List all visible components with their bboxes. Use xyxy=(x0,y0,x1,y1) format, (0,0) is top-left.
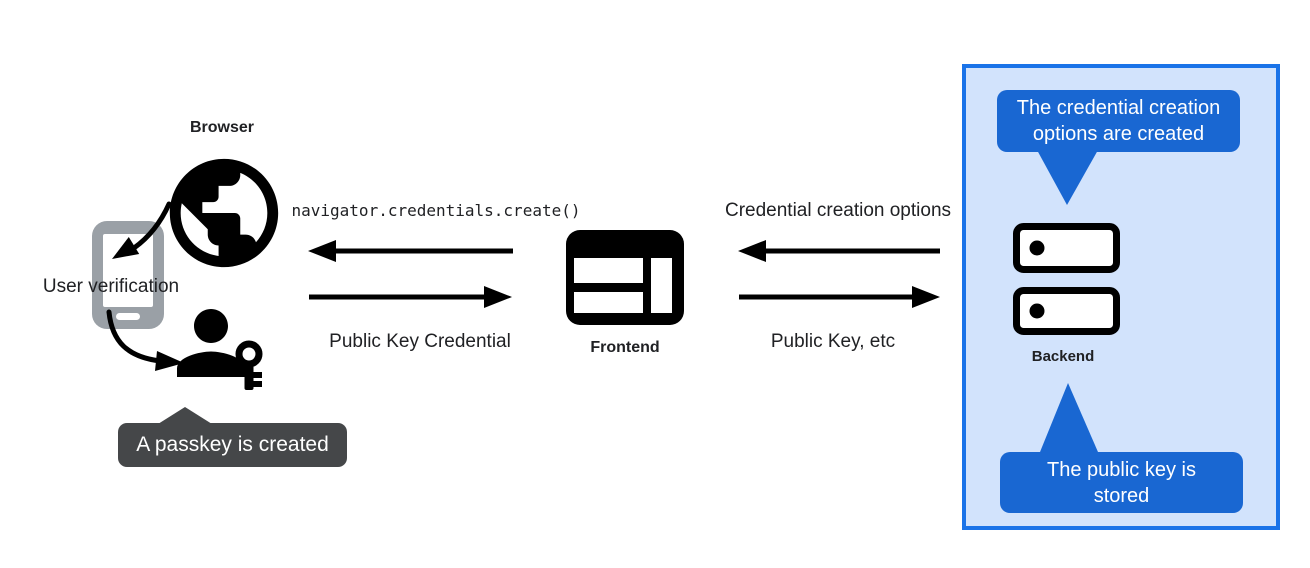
passkey-created-tooltip: A passkey is created xyxy=(118,407,347,467)
person-key-icon xyxy=(177,309,263,390)
bubble-line: stored xyxy=(1093,484,1150,507)
bubble-line: options are created xyxy=(1032,123,1205,145)
public-key-stored-bubble: The public key is stored xyxy=(1000,383,1243,513)
frontend-label: Frontend xyxy=(590,339,660,356)
arrow-credential-creation-options xyxy=(738,240,940,262)
bubble-line: The credential creation xyxy=(1016,97,1221,119)
arrow-create-call xyxy=(308,240,513,262)
credential-options-created-bubble: The credential creation options are crea… xyxy=(997,90,1240,205)
browser-window-icon xyxy=(566,230,684,325)
credential-creation-options-label: Credential creation options xyxy=(724,200,952,221)
smartphone-icon xyxy=(92,221,164,329)
passkey-created-text: A passkey is created xyxy=(136,433,329,456)
create-call-label: navigator.credentials.create() xyxy=(291,201,581,220)
bubble-line: The public key is xyxy=(1047,458,1196,481)
globe-icon xyxy=(169,158,279,268)
user-verification-label: User verification xyxy=(42,276,180,297)
bubble-tail-up xyxy=(1040,383,1098,452)
arrow-public-key-credential xyxy=(309,286,512,308)
person-icon xyxy=(177,309,245,377)
key-icon xyxy=(235,340,263,390)
public-key-credential-label: Public Key Credential xyxy=(329,331,511,352)
bubble-tail-down xyxy=(1037,150,1098,205)
arrow-public-key-etc xyxy=(739,286,940,308)
browser-label: Browser xyxy=(189,119,255,136)
backend-label: Backend xyxy=(1031,348,1095,365)
server-stack-icon xyxy=(1013,223,1120,335)
tooltip-pointer xyxy=(158,407,212,424)
public-key-etc-label: Public Key, etc xyxy=(770,331,896,352)
